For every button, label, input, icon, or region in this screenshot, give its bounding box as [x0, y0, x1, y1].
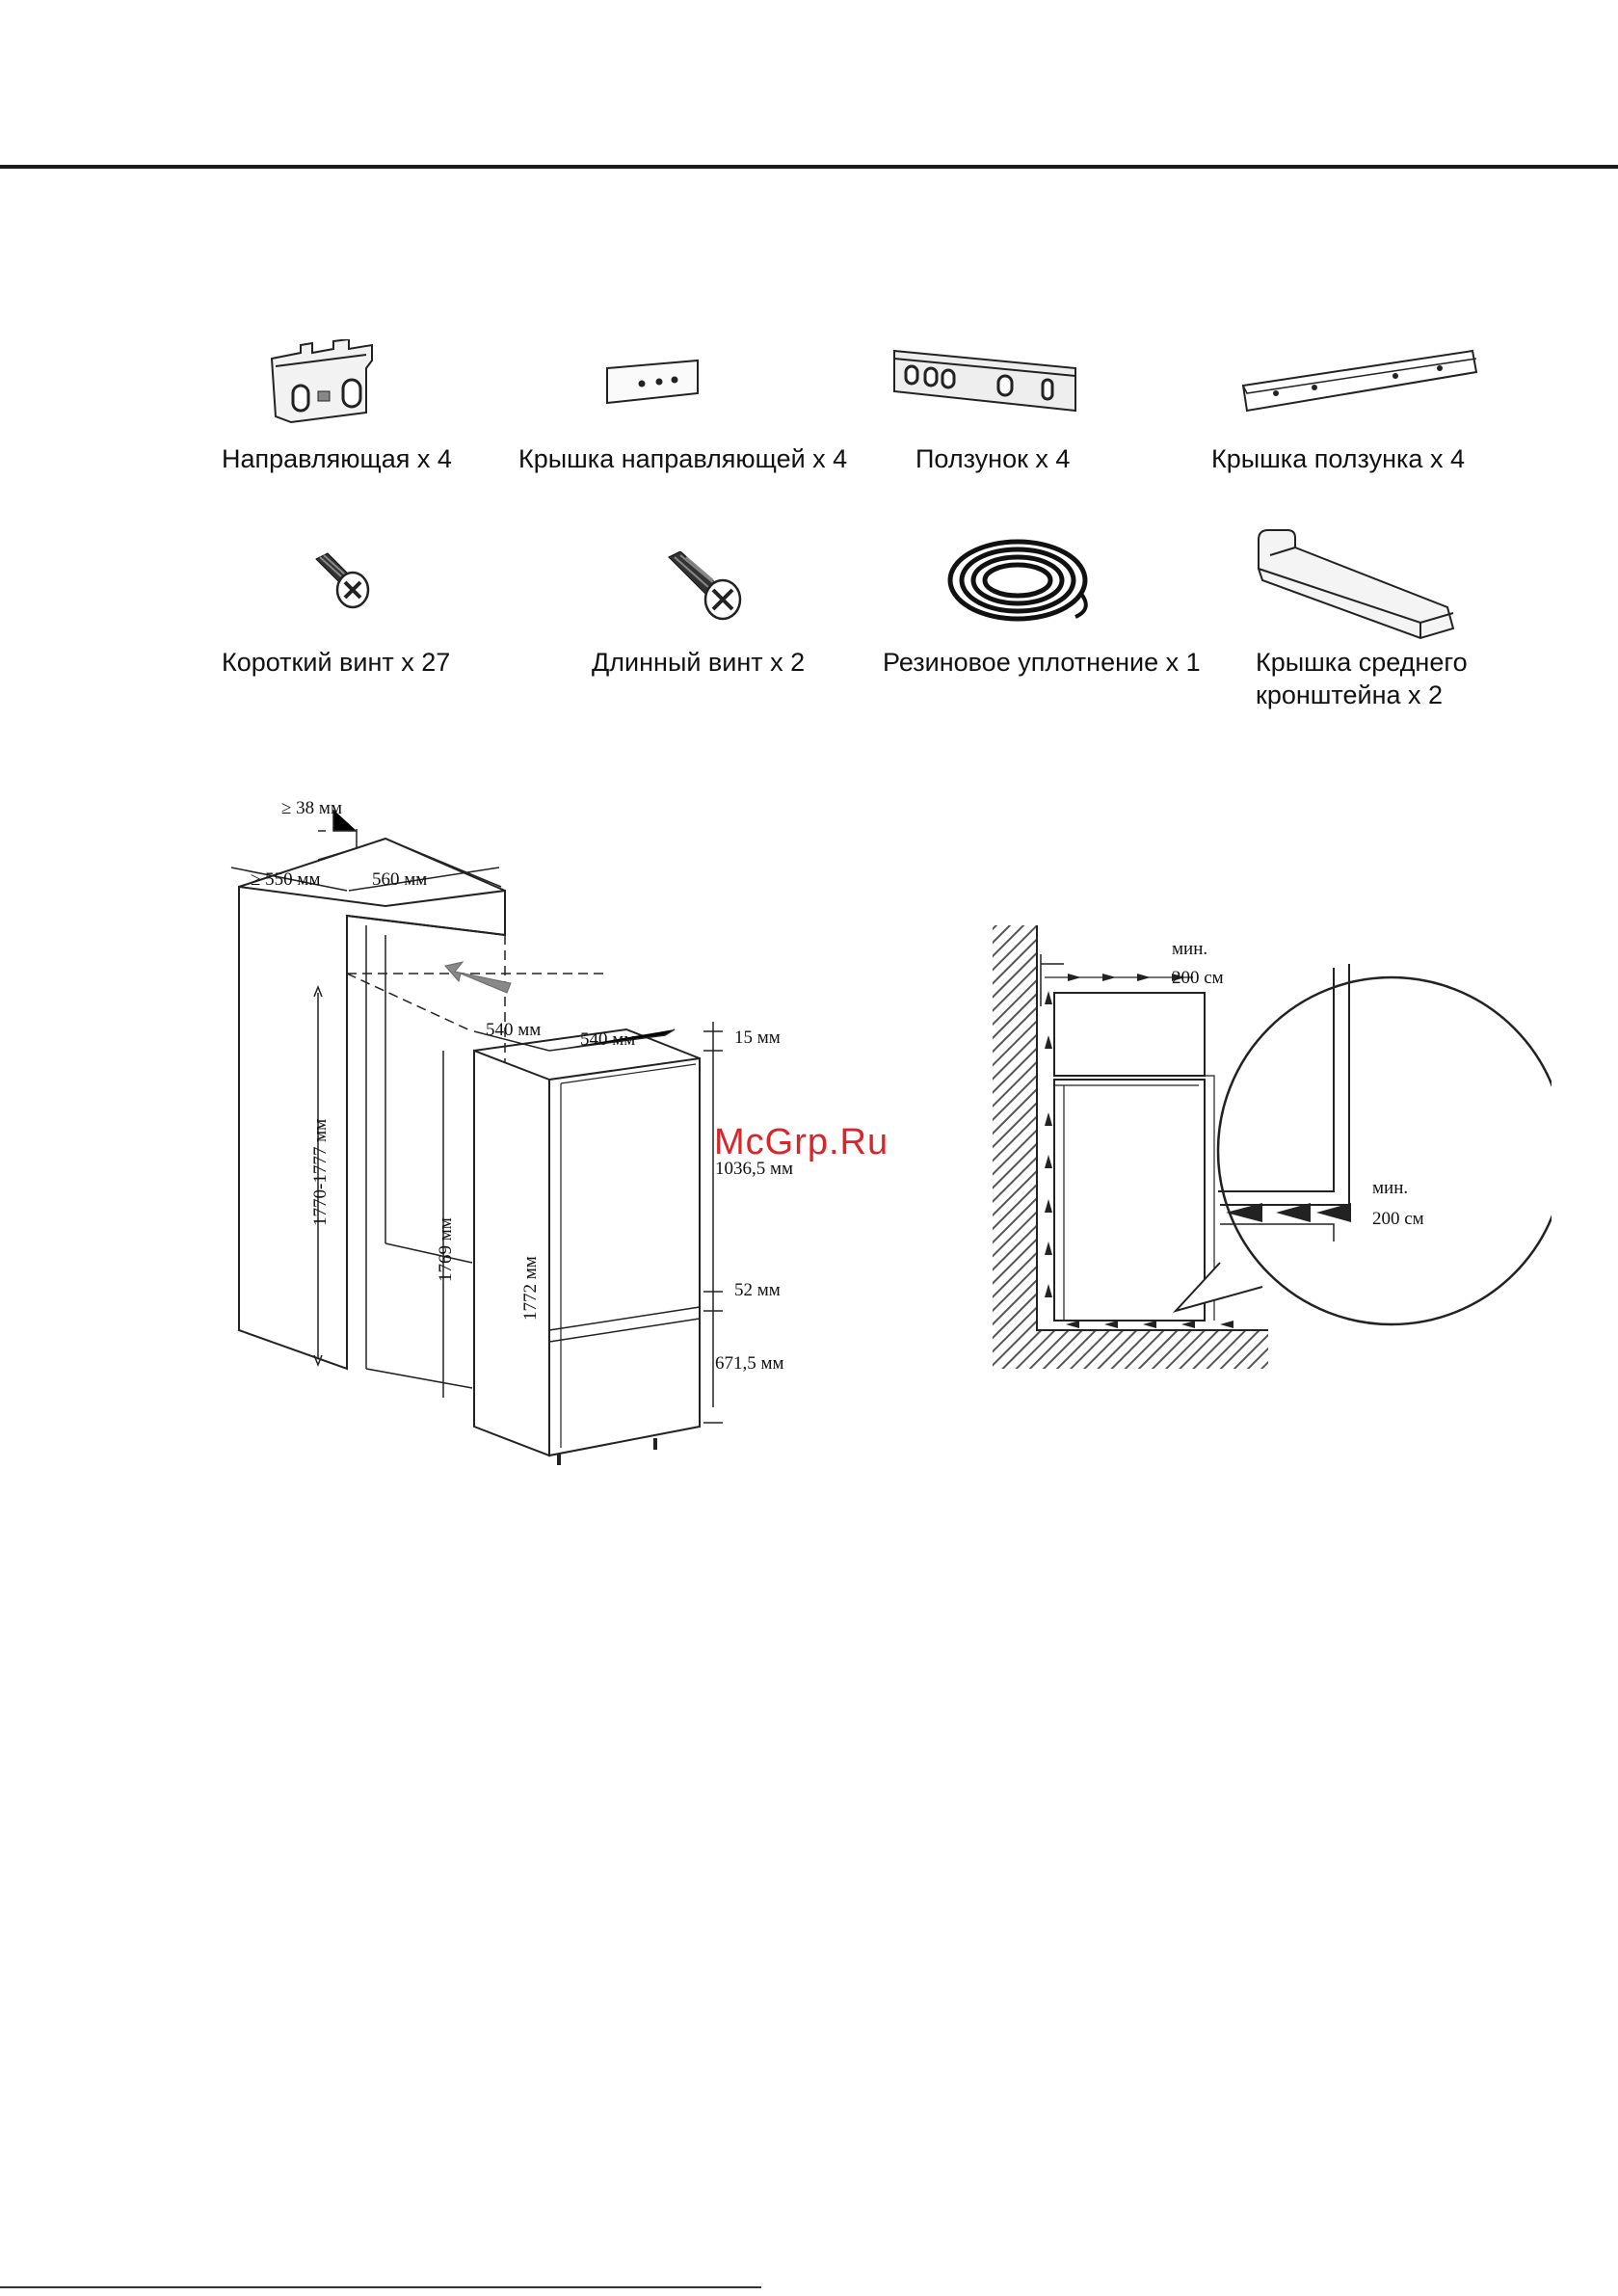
part-label: Длинный винт x 2	[592, 646, 805, 679]
ventilation-label: 200 см	[1372, 1209, 1424, 1229]
part-label: Направляющая x 4	[222, 442, 452, 475]
dimension-label: 540 мм	[486, 1020, 541, 1040]
ventilation-label: 200 см	[1172, 968, 1224, 988]
dimension-label: 52 мм	[734, 1280, 781, 1300]
ventilation-label: мин.	[1372, 1178, 1408, 1198]
dimension-label: 1770-1777 мм	[310, 1119, 331, 1226]
part-label: Крышка ползунка x 4	[1211, 442, 1465, 475]
dimension-label: ≥ 550 мм	[251, 869, 320, 890]
footer-rule	[0, 2286, 761, 2288]
part-label: Резиновое уплотнение x 1	[883, 646, 1201, 679]
dimension-label: 1769 мм	[436, 1217, 456, 1282]
header-rule	[0, 165, 1618, 169]
dimension-label: 540 мм	[580, 1029, 635, 1050]
dimension-label: 1772 мм	[520, 1256, 541, 1321]
part-label: Короткий винт x 27	[222, 646, 450, 679]
part-label: Крышка направляющей x 4	[518, 442, 847, 475]
guide-bracket-icon	[262, 339, 397, 424]
ventilation-label: мин.	[1172, 939, 1207, 959]
ventilation-diagram: мин. 200 см мин. 200 см	[973, 906, 1552, 1383]
watermark: McGrp.Ru	[714, 1122, 889, 1163]
middle-bracket-cover-icon	[1255, 526, 1457, 642]
guide-cover-icon	[605, 359, 702, 407]
part-label: Крышка среднего кронштейна x 2	[1256, 646, 1477, 711]
slider-cover-icon	[1241, 347, 1478, 414]
dimension-label: 560 мм	[372, 869, 427, 890]
slider-rail-icon	[892, 347, 1081, 414]
rubber-seal-icon	[946, 536, 1097, 623]
dimension-label: 15 мм	[734, 1028, 781, 1048]
long-screw-icon	[665, 551, 748, 625]
dimension-label: 671,5 мм	[715, 1353, 784, 1374]
short-screw-icon	[310, 551, 372, 611]
part-label: Ползунок x 4	[915, 442, 1070, 475]
dimension-label: ≥ 38 мм	[281, 798, 342, 818]
